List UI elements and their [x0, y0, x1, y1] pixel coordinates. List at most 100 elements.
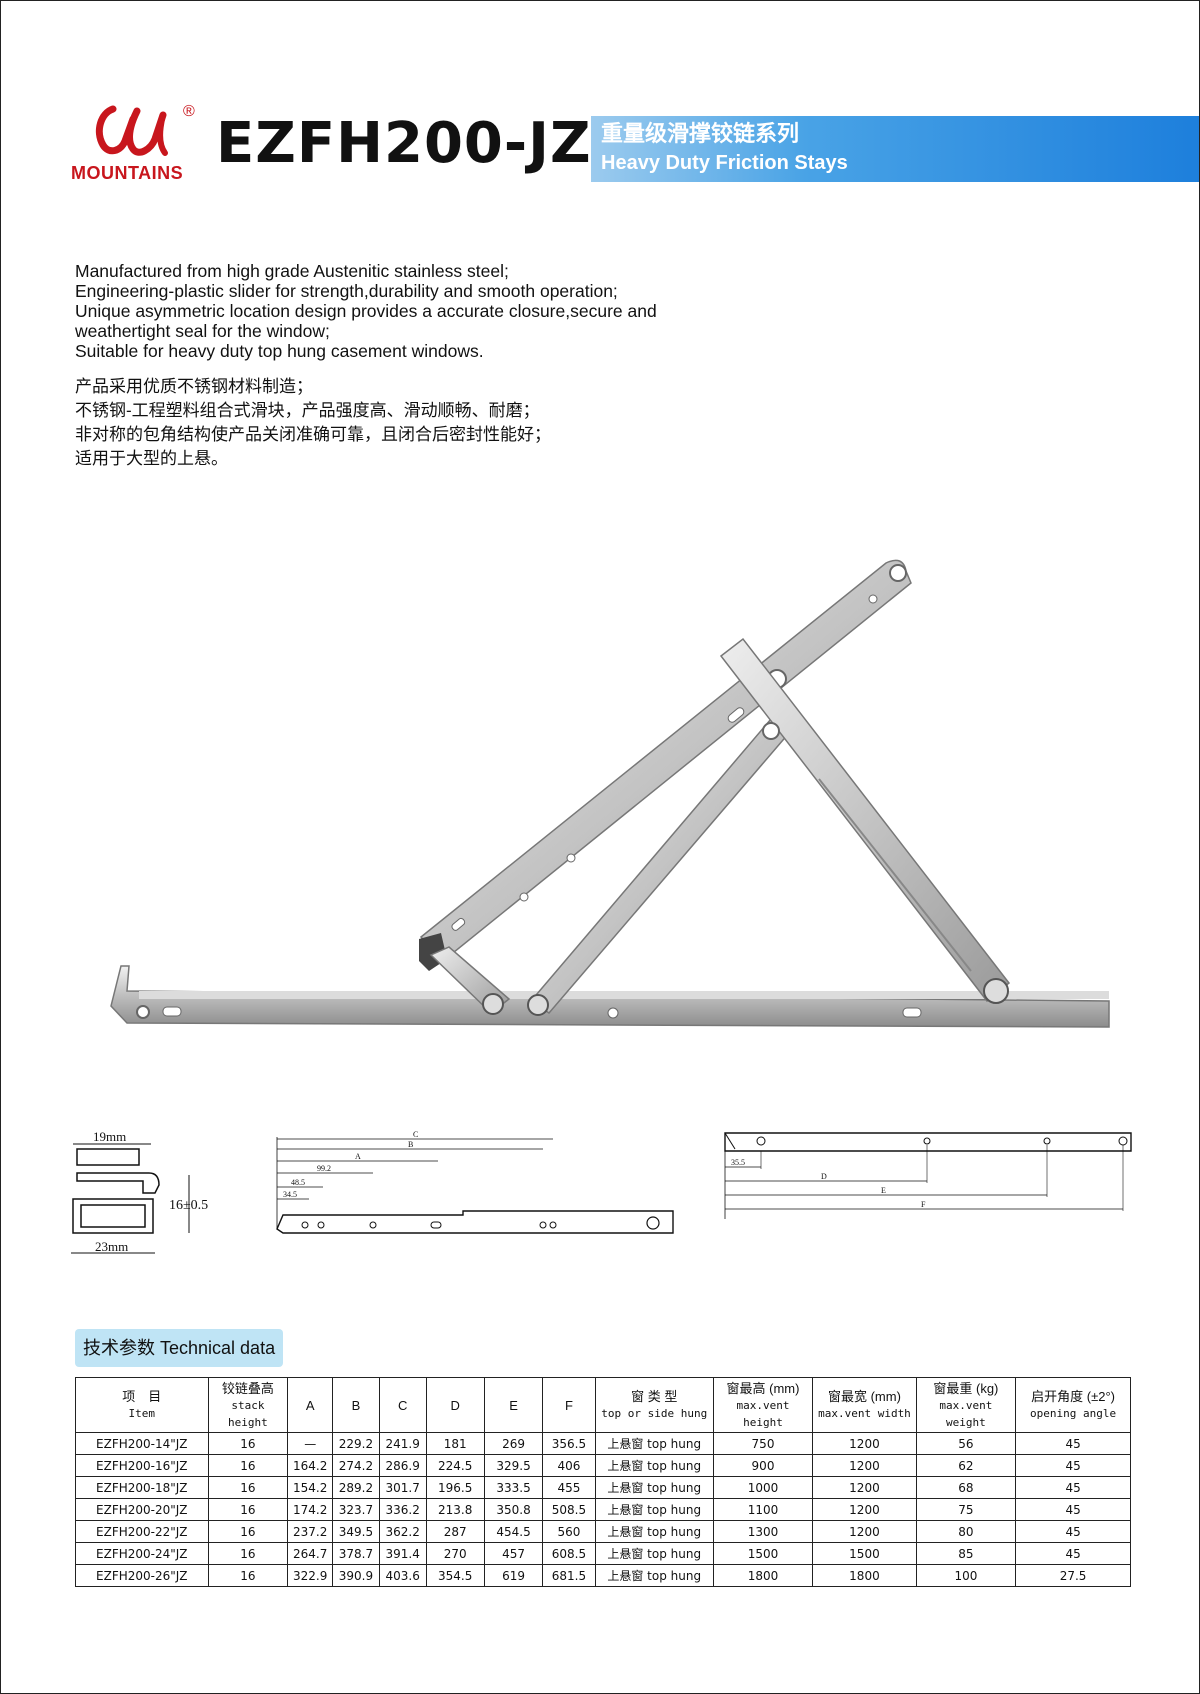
- table-header-cell: 启开角度 (±2°)opening angle: [1015, 1377, 1131, 1433]
- desc-en-line: weathertight seal for the window;: [75, 321, 330, 341]
- header-main-label: 项 目: [122, 1389, 162, 1404]
- table-cell: 224.5: [425, 1454, 485, 1477]
- table-cell: 560: [542, 1520, 596, 1543]
- dim-label: E: [881, 1186, 886, 1195]
- table-cell: 16: [207, 1454, 289, 1477]
- friction-stay-illustration: [110, 559, 1110, 1028]
- header-sub-label: top or side hung: [601, 1407, 708, 1420]
- mountains-logo-icon: [95, 105, 168, 156]
- top-view-drawing: 35.5 D E F: [724, 1132, 1132, 1219]
- profile-section-drawing: 19mm 16±0.5 23mm: [71, 1129, 208, 1254]
- table-cell: 333.5: [483, 1476, 544, 1499]
- table-cell: 1000: [712, 1476, 814, 1499]
- table-cell: 1200: [812, 1476, 917, 1499]
- table-cell: 56: [915, 1432, 1017, 1455]
- table-cell: 237.2: [287, 1520, 334, 1543]
- table-cell: 455: [542, 1476, 596, 1499]
- table-cell: 45: [1015, 1454, 1131, 1477]
- table-cell: 16: [207, 1476, 289, 1499]
- table-cell: 1500: [712, 1542, 814, 1565]
- header-sub-label: stack height: [228, 1398, 268, 1429]
- desc-cn-line: 不锈钢-工程塑料组合式滑块，产品强度高、滑动顺畅、耐磨；: [75, 401, 540, 420]
- dim-label: 35.5: [731, 1158, 745, 1167]
- table-cell: 上悬窗 top hung: [594, 1454, 714, 1477]
- table-cell: 354.5: [425, 1564, 485, 1587]
- table-cell: 336.2: [378, 1498, 427, 1521]
- table-cell: 1300: [712, 1520, 814, 1543]
- table-cell: 45: [1015, 1476, 1131, 1499]
- desc-en-line: Engineering-plastic slider for strength,…: [75, 281, 618, 301]
- table-cell: 68: [915, 1476, 1017, 1499]
- table-cell: 274.2: [332, 1454, 380, 1477]
- header-main-label: 窗最高 (mm): [726, 1380, 800, 1396]
- table-cell: 750: [712, 1432, 814, 1455]
- table-header-cell: 窗最重 (kg) max.vent weight: [915, 1377, 1017, 1433]
- header-main-label: A: [305, 1397, 315, 1413]
- table-cell: 681.5: [542, 1564, 596, 1587]
- table-cell: 上悬窗 top hung: [594, 1564, 714, 1587]
- header-main-label: 启开角度 (±2°): [1031, 1389, 1115, 1404]
- table-cell: 608.5: [542, 1542, 596, 1565]
- table-cell: 287: [425, 1520, 485, 1543]
- table-cell: 457: [483, 1542, 544, 1565]
- dim-label: 23mm: [95, 1239, 128, 1254]
- side-view-drawing: C B A 99.2 48.5 34.5: [276, 1130, 674, 1234]
- table-cell: 85: [915, 1542, 1017, 1565]
- header-sub-label: max.vent width: [818, 1407, 911, 1420]
- table-cell: 229.2: [332, 1432, 380, 1455]
- header-main-label: 窗最宽 (mm): [827, 1389, 901, 1404]
- table-header-cell: C: [378, 1377, 427, 1433]
- dim-label: A: [355, 1152, 361, 1161]
- table-cell: 508.5: [542, 1498, 596, 1521]
- table-cell: 45: [1015, 1542, 1131, 1565]
- desc-cn-line: 适用于大型的上悬。: [75, 449, 228, 468]
- table-header-cell: E: [483, 1377, 544, 1433]
- model-title: EZFH200-JZ: [216, 111, 592, 176]
- table-cell: EZFH200-26"JZ: [75, 1564, 209, 1587]
- table-cell: 16: [207, 1542, 289, 1565]
- header-main-label: 窗最重 (kg): [933, 1380, 999, 1396]
- table-cell: 上悬窗 top hung: [594, 1498, 714, 1521]
- desc-en-line: Unique asymmetric location design provid…: [75, 301, 657, 321]
- table-cell: 1100: [712, 1498, 814, 1521]
- table-cell: 1200: [812, 1520, 917, 1543]
- header-main-label: 铰链叠高: [221, 1380, 274, 1396]
- table-cell: —: [287, 1432, 334, 1455]
- header-sub-label: max.vent weight: [939, 1398, 993, 1429]
- dim-label: 99.2: [317, 1164, 331, 1173]
- table-cell: EZFH200-18"JZ: [75, 1476, 209, 1499]
- table-cell: 329.5: [483, 1454, 544, 1477]
- table-cell: EZFH200-24"JZ: [75, 1542, 209, 1565]
- dim-label: 48.5: [291, 1178, 305, 1187]
- table-cell: EZFH200-14"JZ: [75, 1432, 209, 1455]
- table-cell: 356.5: [542, 1432, 596, 1455]
- table-cell: 301.7: [378, 1476, 427, 1499]
- table-cell: 1800: [712, 1564, 814, 1587]
- table-cell: 上悬窗 top hung: [594, 1542, 714, 1565]
- table-cell: 403.6: [378, 1564, 427, 1587]
- header-main-label: 窗 类 型: [631, 1389, 678, 1404]
- table-cell: 45: [1015, 1498, 1131, 1521]
- dim-label: C: [413, 1130, 418, 1139]
- table-cell: 286.9: [378, 1454, 427, 1477]
- dim-label: 19mm: [93, 1129, 126, 1144]
- table-header-cell: D: [425, 1377, 485, 1433]
- series-banner: 重量级滑撑铰链系列 Heavy Duty Friction Stays: [591, 116, 1199, 182]
- table-cell: 196.5: [425, 1476, 485, 1499]
- table-header-cell: 窗 类 型 top or side hung: [594, 1377, 714, 1433]
- table-cell: 406: [542, 1454, 596, 1477]
- table-cell: 900: [712, 1454, 814, 1477]
- dim-label: 34.5: [283, 1190, 297, 1199]
- table-header-cell: 窗最高 (mm)max.vent height: [712, 1377, 814, 1433]
- header-sub-label: Item: [128, 1407, 156, 1420]
- table-cell: 289.2: [332, 1476, 380, 1499]
